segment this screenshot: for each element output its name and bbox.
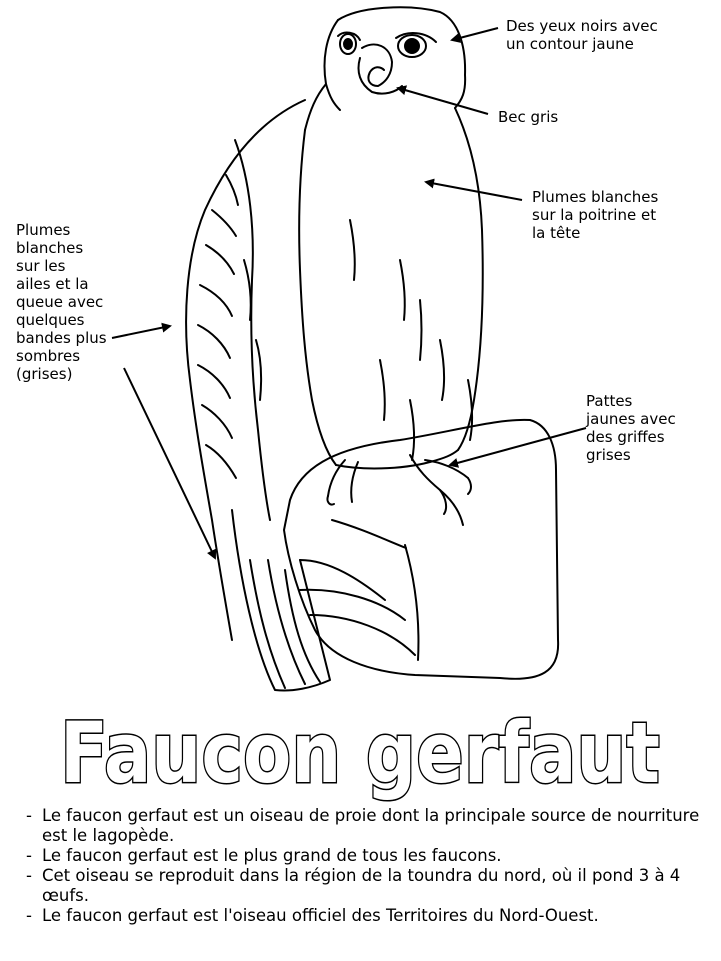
label-eyes: Des yeux noirs avec un contour jaune [506, 17, 658, 53]
arrow-feet [448, 427, 587, 468]
fact-item: Le faucon gerfaut est l'oiseau officiel … [22, 906, 712, 926]
left-wing [185, 99, 306, 641]
head [337, 6, 467, 109]
fact-item: Cet oiseau se reproduit dans la région d… [22, 866, 712, 906]
title-text: Faucon gerfaut [60, 704, 660, 802]
facts-list: Le faucon gerfaut est un oiseau de proie… [22, 806, 712, 926]
arrow-beak [396, 85, 489, 115]
page-title: Faucon gerfaut [0, 700, 721, 805]
arrow-eyes [450, 27, 499, 43]
right-eye [397, 34, 427, 58]
tail [231, 509, 331, 692]
label-chest: Plumes blanches sur la poitrine et la tê… [532, 188, 659, 242]
label-feet: Pattes jaunes avec des griffes grises [586, 392, 676, 464]
label-wings: Plumes blanches sur les ailes et la queu… [16, 221, 107, 383]
left-eye [339, 33, 357, 55]
left-foot [327, 459, 346, 497]
arrow-chest [424, 178, 523, 201]
chest [454, 107, 484, 451]
perch [283, 418, 560, 680]
label-beak: Bec gris [498, 108, 559, 126]
fact-item: Le faucon gerfaut est un oiseau de proie… [22, 806, 712, 846]
falcon-illustration [111, 6, 587, 692]
beak [361, 43, 393, 87]
arrow-wings [111, 322, 172, 339]
arrow-tail [123, 367, 217, 560]
fact-item: Le faucon gerfaut est le plus grand de t… [22, 846, 712, 866]
